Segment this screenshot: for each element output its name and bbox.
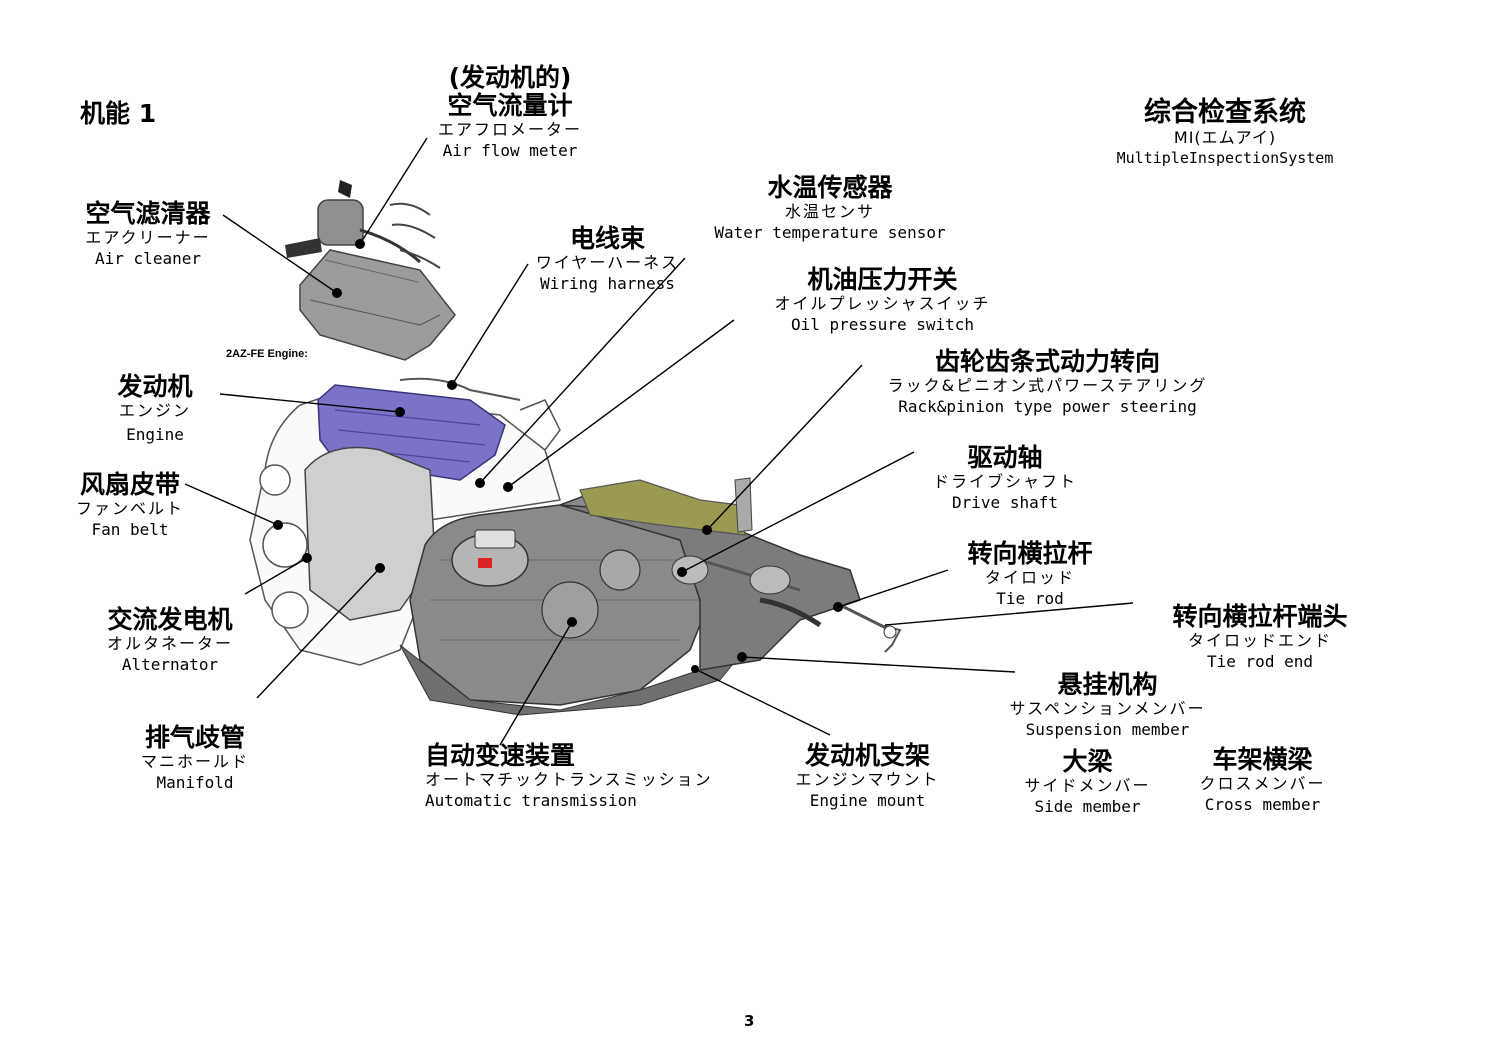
label-jp: サスペンションメンバー	[1009, 699, 1206, 718]
label-water-temp-sensor: 水温传感器 水温センサ Water temperature sensor	[705, 174, 955, 242]
leader-lines	[184, 137, 1134, 746]
label-cn: 驱动轴	[967, 443, 1043, 472]
label-jp: ファンベルト	[75, 499, 184, 518]
leader-dots	[273, 239, 843, 673]
label-oil-pressure-switch: 机油压力开关 オイルプレッシャスイッチ Oil pressure switch	[760, 266, 1005, 334]
label-jp: タイロッドエンド	[1187, 631, 1332, 650]
transmission-illustration	[399, 489, 742, 716]
label-cn-line1: (发动机的)	[448, 63, 572, 92]
label-cn: 水温传感器	[767, 173, 893, 202]
label-cn: 大梁	[1062, 747, 1113, 776]
label-cn: 风扇皮带	[79, 470, 180, 499]
label-en: Engine mount	[809, 790, 926, 810]
label-jp: エアクリーナー	[85, 228, 211, 247]
label-en: Fan belt	[91, 519, 169, 539]
label-cn: 车架横梁	[1212, 745, 1313, 774]
page-number: 3	[744, 1012, 755, 1030]
label-en: Manifold	[156, 772, 234, 792]
label-suspension-member: 悬挂机构 サスペンションメンバー Suspension member	[985, 671, 1230, 739]
system-name-cn: 综合检查系统	[1144, 97, 1306, 128]
label-cn: 齿轮齿条式动力转向	[934, 347, 1160, 376]
label-cn: 交流发电机	[107, 605, 233, 634]
label-air-flow-meter: (发动机的) 空气流量计 エアフロメーター Air flow meter	[420, 64, 600, 160]
label-tie-rod-end: 转向横拉杆端头 タイロッドエンド Tie rod end	[1150, 603, 1370, 671]
label-cn: 发动机	[117, 372, 193, 401]
label-cn: 空气滤清器	[85, 199, 211, 228]
label-jp: エンジンマウント	[795, 770, 940, 789]
label-drive-shaft: 驱动轴 ドライブシャフト Drive shaft	[915, 444, 1095, 512]
label-en: Engine	[126, 424, 184, 444]
label-power-steering: 齿轮齿条式动力转向 ラック&ピニオン式パワーステアリング Rack&pinion…	[860, 348, 1235, 416]
label-jp: エンジン	[118, 401, 191, 420]
label-jp: オートマチックトランスミッション	[425, 770, 713, 789]
label-en: Suspension member	[1025, 719, 1190, 739]
label-en: Rack&pinion type power steering	[898, 396, 1197, 416]
label-jp: タイロッド	[984, 568, 1075, 587]
label-cn: 自动变速装置	[425, 741, 576, 770]
label-en: Alternator	[121, 654, 219, 674]
label-air-cleaner: 空气滤清器 エアクリーナー Air cleaner	[68, 200, 228, 268]
label-cn: 发动机支架	[804, 741, 930, 770]
label-en: Tie rod end	[1207, 651, 1313, 671]
label-en: Automatic transmission	[425, 790, 637, 810]
system-name-en: MultipleInspectionSystem	[1116, 149, 1334, 168]
page-title: 机能 1	[80, 99, 157, 128]
label-jp: オイルプレッシャスイッチ	[774, 294, 991, 313]
timing-cover	[304, 446, 436, 621]
label-tie-rod: 转向横拉杆 タイロッド Tie rod	[950, 540, 1110, 608]
label-en: Water temperature sensor	[714, 222, 946, 242]
air-cleaner-illustration	[285, 180, 456, 361]
label-cn: 悬挂机构	[1057, 670, 1158, 699]
pulley-shape	[262, 522, 308, 568]
engine-caption: 2AZ-FE Engine:	[226, 348, 308, 360]
label-alternator: 交流发电机 オルタネーター Alternator	[95, 606, 245, 674]
label-jp: クロスメンバー	[1199, 774, 1326, 793]
label-jp: ラック&ピニオン式パワーステアリング	[887, 376, 1208, 395]
label-jp: ドライブシャフト	[932, 472, 1077, 491]
label-en: Tie rod	[996, 588, 1064, 608]
label-engine: 发动机 エンジン Engine	[100, 373, 210, 444]
label-en: Cross member	[1204, 794, 1321, 814]
label-en: Air flow meter	[442, 140, 578, 160]
label-en: Air cleaner	[95, 248, 201, 268]
label-cn: 排气歧管	[144, 723, 245, 752]
label-fan-belt: 风扇皮带 ファンベルト Fan belt	[70, 471, 190, 539]
label-automatic-transmission: 自动变速装置 オートマチックトランスミッション Automatic transm…	[425, 742, 713, 810]
label-wiring-harness: 电线束 ワイヤーハーネス Wiring harness	[525, 225, 690, 293]
label-cn: 电线束	[569, 224, 645, 253]
label-cross-member: 车架横梁 クロスメンバー Cross member	[1190, 746, 1335, 814]
label-en: Wiring harness	[540, 273, 675, 293]
suspension-member-illustration	[559, 477, 902, 671]
label-jp: オルタネーター	[106, 634, 233, 653]
label-manifold: 排气歧管 マニホールド Manifold	[130, 724, 260, 792]
label-cn: 空气流量计	[447, 91, 573, 120]
label-jp: マニホールド	[140, 752, 249, 771]
label-jp: エアフロメーター	[437, 120, 582, 139]
label-en: Drive shaft	[952, 492, 1058, 512]
system-label: 综合检查系统 MI(エムアイ) MultipleInspectionSystem	[1100, 97, 1350, 168]
label-cn: 转向横拉杆	[967, 539, 1093, 568]
label-jp: ワイヤーハーネス	[535, 253, 680, 272]
label-jp: サイドメンバー	[1024, 776, 1151, 795]
label-side-member: 大梁 サイドメンバー Side member	[1010, 748, 1165, 816]
label-engine-mount: 发动机支架 エンジンマウント Engine mount	[785, 742, 950, 810]
label-cn: 转向横拉杆端头	[1172, 602, 1348, 631]
label-jp: 水温センサ	[784, 202, 875, 221]
label-en: Side member	[1034, 796, 1141, 816]
system-name-jp: MI(エムアイ)	[1173, 128, 1277, 148]
label-en: Oil pressure switch	[790, 314, 975, 334]
label-cn: 机油压力开关	[807, 265, 958, 294]
